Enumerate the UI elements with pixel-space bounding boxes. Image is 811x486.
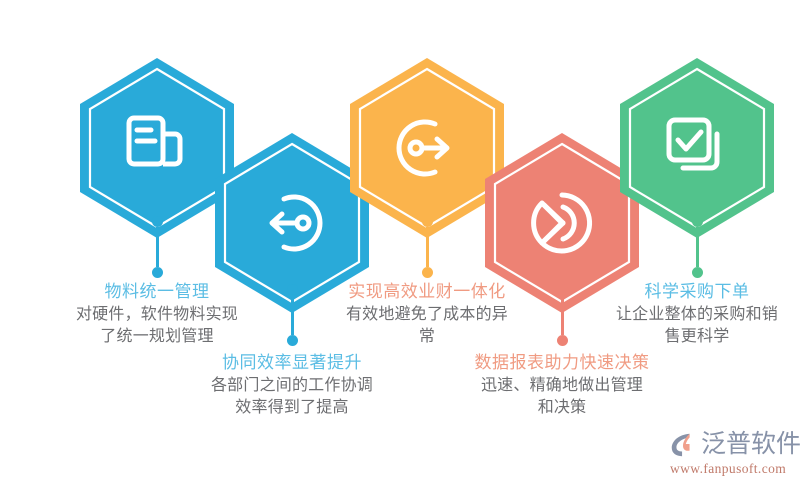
- connector-stem: [155, 227, 159, 267]
- step-description-5: 让企业整体的采购和销售更科学: [615, 306, 778, 345]
- connector-line-2: [286, 284, 298, 346]
- fanpu-swoosh-logo-icon: [668, 429, 698, 459]
- step-description-4: 迅速、精确地做出管理和决策: [480, 377, 643, 416]
- step-text-block-5: 科学采购下单让企业整体的采购和销售更科学: [609, 281, 785, 347]
- connector-stem: [695, 227, 699, 267]
- step-text-block-4: 数据报表助力快速决策迅速、精确地做出管理和决策: [474, 352, 650, 418]
- hexagon-shape-3: [350, 58, 504, 238]
- connector-dot-top: [151, 216, 163, 227]
- logo-website-url: www.fanpusoft.com: [670, 461, 787, 476]
- step-text-block-3: 实现高效业财一体化有效地避免了成本的异常: [339, 281, 515, 347]
- hexagon-step-5[interactable]: [617, 56, 777, 240]
- hexagon-step-4[interactable]: [482, 131, 642, 315]
- checkbox-stack-icon: [666, 117, 720, 171]
- step-text-block-2: 协同效率显著提升各部门之间的工作协调效率得到了提高: [204, 352, 380, 418]
- step-title-4: 数据报表助力快速决策: [474, 353, 650, 372]
- step-title-5: 科学采购下单: [644, 282, 750, 301]
- hexagon-shape-4: [485, 133, 639, 313]
- step-description-1: 对硬件，软件物料实现了统一规划管理: [75, 306, 238, 345]
- document-lines-icon: [126, 115, 183, 167]
- pie-chart-analytics-icon: [531, 192, 593, 254]
- connector-dot-top: [556, 284, 568, 295]
- connector-dot-bottom: [421, 267, 433, 278]
- step-title-3: 实现高效业财一体化: [348, 282, 506, 301]
- connector-dot-bottom: [151, 267, 163, 278]
- connector-dot-top: [691, 216, 703, 227]
- logo-company-name: 泛普软件: [701, 429, 802, 458]
- step-description-3: 有效地避免了成本的异常: [345, 306, 508, 345]
- connector-line-1: [151, 216, 163, 278]
- step-title-1: 物料统一管理: [104, 282, 210, 301]
- connector-dot-top: [421, 216, 433, 227]
- connector-stem: [290, 295, 294, 335]
- connector-dot-bottom: [556, 335, 568, 346]
- step-text-block-1: 物料统一管理对硬件，软件物料实现了统一规划管理: [69, 281, 245, 347]
- connector-line-3: [421, 216, 433, 278]
- connector-stem: [425, 227, 429, 267]
- step-description-2: 各部门之间的工作协调效率得到了提高: [210, 377, 373, 416]
- connector-stem: [560, 295, 564, 335]
- arrow-circle-right-icon: [396, 119, 450, 177]
- step-title-2: 协同效率显著提升: [222, 353, 362, 372]
- connector-dot-bottom: [691, 267, 703, 278]
- hexagon-step-3[interactable]: [347, 56, 507, 240]
- connector-dot-bottom: [286, 335, 298, 346]
- connector-line-4: [556, 284, 568, 346]
- hexagon-shape-5: [620, 58, 774, 238]
- brand-logo[interactable]: 泛普软件 www.fanpusoft.com: [668, 428, 808, 480]
- connector-dot-top: [286, 284, 298, 295]
- arrow-circle-left-icon: [269, 194, 323, 252]
- connector-line-5: [691, 216, 703, 278]
